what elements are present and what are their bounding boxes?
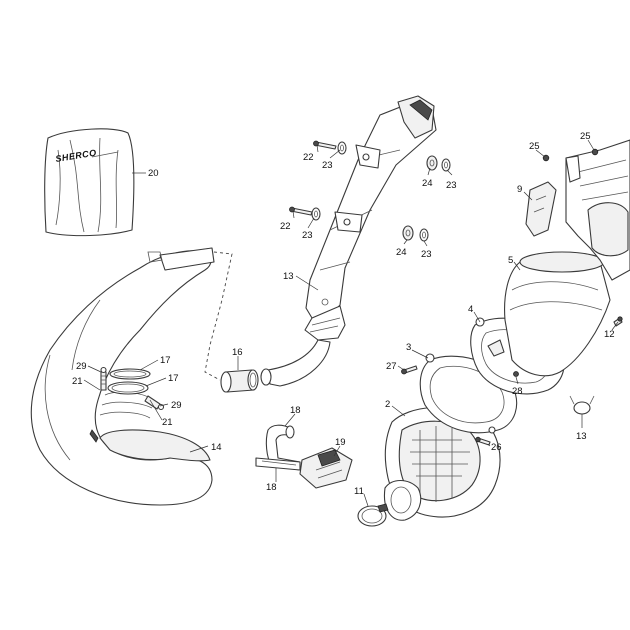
silencer-part <box>260 95 437 387</box>
callout-20: 20 <box>148 168 159 179</box>
washer-upper-right-part <box>441 158 451 172</box>
coupling-sleeve-part <box>220 369 259 393</box>
callout-11: 11 <box>354 486 364 497</box>
callout-17-lower: 17 <box>168 373 179 384</box>
callout-labels: 20 22 23 24 23 22 23 24 23 13 25 25 9 5 … <box>72 131 615 497</box>
callout-23-lower-right: 23 <box>421 249 432 260</box>
callout-29-right: 29 <box>171 400 182 411</box>
screw-26-part <box>475 436 491 446</box>
washer-upper-left-part <box>337 141 347 155</box>
callout-22-lower: 22 <box>280 221 291 232</box>
callout-4: 4 <box>468 304 473 315</box>
o-ring-upper-part <box>109 368 151 380</box>
callout-21-right: 21 <box>162 417 173 428</box>
callout-25-right: 25 <box>580 131 591 142</box>
callout-22-upper: 22 <box>303 152 314 163</box>
shield-plate-part <box>525 181 557 237</box>
spring-left-part <box>100 366 107 391</box>
callout-14: 14 <box>211 442 222 453</box>
check-valve-part <box>299 447 353 489</box>
callout-23-upper-right: 23 <box>446 180 457 191</box>
expansion-chamber-part <box>30 247 215 506</box>
callout-13-clip: 13 <box>576 431 587 442</box>
callout-24-upper: 24 <box>422 178 433 189</box>
callout-13-silencer: 13 <box>283 271 294 282</box>
grommet-lower-part <box>402 225 414 241</box>
callout-23-lower-left: 23 <box>302 230 313 241</box>
callout-29-left: 29 <box>76 361 87 372</box>
screw-25b-part <box>591 148 599 156</box>
callout-21-left: 21 <box>72 376 83 387</box>
grommet-upper-part <box>426 155 438 171</box>
intake-housing-part <box>383 407 501 521</box>
callout-18-lower: 18 <box>266 482 277 493</box>
hose-clip-part <box>569 395 595 415</box>
callout-18-upper: 18 <box>290 405 301 416</box>
hose-upper-part <box>265 424 301 471</box>
callout-9: 9 <box>517 184 522 195</box>
cover-bag-part: SHERCO <box>44 128 135 237</box>
callout-2: 2 <box>385 399 390 410</box>
callout-27: 27 <box>386 361 397 372</box>
washer-lower-right-part <box>419 228 429 242</box>
intake-boot-part <box>504 251 611 377</box>
hose-clamp-part <box>357 503 389 527</box>
frame-section-part <box>565 139 630 281</box>
bolt-upper-part <box>313 140 337 150</box>
bolt-12-part <box>613 316 623 327</box>
washer-lower-left-part <box>311 207 321 221</box>
bolt-lower-part <box>289 206 313 216</box>
callout-28: 28 <box>512 386 523 397</box>
assembly-guide-line <box>204 251 233 381</box>
o-ring-lower-part <box>107 381 149 395</box>
screw-28-part <box>513 371 519 377</box>
callout-19: 19 <box>335 437 346 448</box>
hose-lower-part <box>255 457 301 471</box>
callout-16: 16 <box>232 347 243 358</box>
callout-26: 26 <box>491 442 502 453</box>
callout-24-lower: 24 <box>396 247 407 258</box>
callout-25-left: 25 <box>529 141 540 152</box>
callout-12: 12 <box>604 329 615 340</box>
callout-23-upper-left: 23 <box>322 160 333 171</box>
callout-3: 3 <box>406 342 411 353</box>
leader-lines <box>83 139 619 507</box>
screw-27-part <box>401 365 418 375</box>
callout-17-upper: 17 <box>160 355 171 366</box>
callout-5: 5 <box>508 255 513 266</box>
